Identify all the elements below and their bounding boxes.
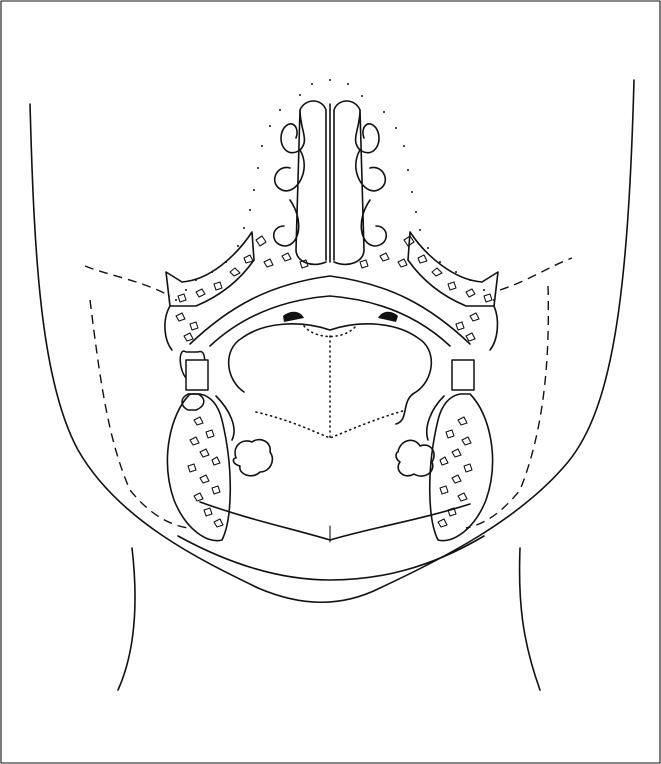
palate-upper	[190, 276, 470, 344]
neck-right	[520, 548, 540, 690]
tongue-upper-dots	[304, 326, 356, 337]
gland-right	[396, 440, 434, 476]
palatal-foramen-left	[283, 312, 304, 322]
mouth-floor	[200, 502, 470, 540]
tooth-lower-left	[182, 394, 204, 410]
nasal-concha-right	[334, 110, 386, 264]
cheek-inner-left	[165, 306, 172, 350]
jaw-under-line	[178, 536, 484, 580]
cheek-dashed-right-upper	[500, 258, 572, 290]
palatal-foramen-right	[378, 312, 398, 322]
tooth-crown-left	[186, 360, 208, 390]
nasal-concha-left	[274, 110, 326, 264]
cheek-dashed-left-lower	[90, 300, 188, 528]
tongue	[229, 324, 432, 424]
maxilla-left	[166, 232, 254, 306]
cheek-dashed-right-lower	[466, 286, 548, 528]
mandible-right	[430, 394, 493, 541]
gland-left	[233, 440, 272, 476]
mandible-left	[167, 394, 230, 541]
face-outline	[30, 80, 634, 602]
cheek-dashed-left-upper	[85, 266, 170, 296]
neck-left	[118, 548, 135, 690]
maxilla-right	[408, 232, 498, 306]
palate-lower	[210, 296, 450, 346]
stipple-nasal	[175, 79, 495, 301]
tongue-base	[256, 410, 406, 438]
cheek-inner-right	[490, 306, 497, 350]
tooth-crown-right	[452, 360, 474, 390]
